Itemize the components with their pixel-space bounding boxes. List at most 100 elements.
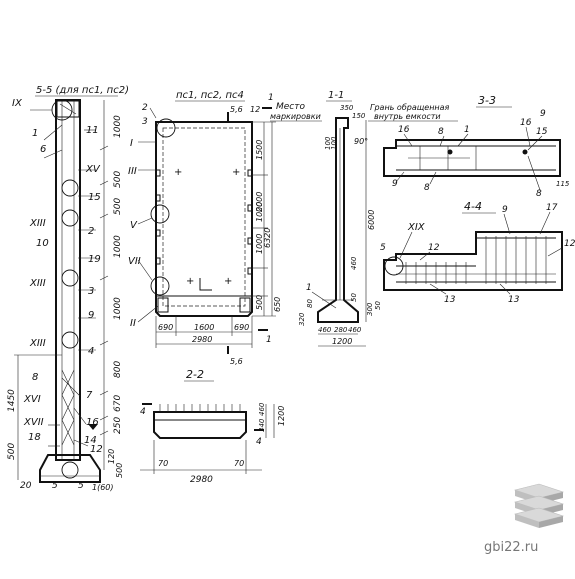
position-label: 8 (438, 127, 444, 137)
dim-label: 350 (340, 104, 354, 112)
title-plan: пс1, пс2, пс4 (176, 90, 244, 101)
position-label: 11 (86, 125, 99, 136)
dim-label: 2000 (255, 192, 264, 212)
position-label: 10 (36, 238, 49, 249)
level-mark-icon (88, 424, 98, 430)
position-label: 15 (536, 127, 548, 137)
position-label: 8 (32, 372, 38, 383)
bar-section-icon (522, 149, 528, 155)
plus-mark-icon: + (232, 167, 240, 178)
node-label: XVI (23, 394, 41, 405)
position-label: 2 (142, 103, 148, 113)
node-label: IX (12, 98, 23, 109)
title-section-2-2: 2-2 (186, 368, 204, 381)
dim-label: 320 (298, 312, 306, 326)
dim-label: 1000 (113, 297, 123, 320)
node-label: VII (128, 256, 141, 267)
dim-label: 500 (115, 463, 124, 478)
position-label: 9 (540, 109, 546, 119)
section-4-4: 4-4 XIX 5 12 9 17 12 13 (380, 200, 575, 305)
dim-label: 1000 (255, 234, 264, 254)
base-dim: 5 (52, 481, 58, 491)
base-dim: 1(60) (92, 483, 114, 492)
bar-section-icon (447, 149, 453, 155)
position-label: 2 (88, 226, 94, 237)
title-section-5-5: 5-5 (для пс1, пс2) (36, 85, 129, 96)
position-label: 19 (88, 254, 101, 265)
dim-label: 100 (330, 136, 338, 150)
position-label: 16 (398, 125, 410, 135)
node-label: XV (85, 164, 101, 175)
position-label: 12 (564, 239, 575, 249)
position-label: 4 (88, 346, 94, 357)
dim-label: 460 (348, 326, 362, 334)
note-markirovki: маркировки (270, 112, 321, 121)
dim-label: 690 (158, 323, 173, 332)
dim-label: 500 (7, 443, 17, 460)
node-label: XIII (29, 278, 46, 289)
position-label: 9 (88, 310, 94, 321)
position-label: 16 (520, 118, 532, 128)
node-label: I (130, 138, 133, 149)
title-section-4-4: 4-4 (464, 200, 482, 213)
dim-label: 80 (306, 299, 314, 308)
note-gran: Грань обращенная (370, 103, 450, 112)
stacked-slabs-icon (513, 483, 565, 528)
title-section-1-1: 1-1 (328, 90, 344, 101)
position-label: 3 (142, 117, 148, 127)
site-watermark: gbi22.ru (484, 540, 539, 555)
dim-label: 500 (113, 198, 123, 215)
node-label: III (128, 166, 137, 177)
dim-label: 120 (107, 449, 116, 464)
dim-label: 460 (318, 326, 332, 334)
position-label: 6 (40, 144, 46, 155)
section-mark: 5,6 (230, 357, 243, 366)
dim-label: 1200 (277, 406, 286, 426)
note-vnutr: внутрь емкости (374, 112, 441, 121)
section-2-2: 2-2 4 4 460 340 1200 70 2980 70 (140, 368, 286, 485)
dim-label: 650 (273, 297, 282, 312)
position-label: 9 (502, 205, 508, 215)
dim-label: 70 (234, 459, 244, 468)
dim-label: 670 (113, 395, 123, 412)
plus-mark-icon: + (224, 276, 232, 287)
dim-label: 250 (113, 417, 123, 434)
section-mark: 5,6 (230, 105, 243, 114)
plus-mark-icon: + (174, 167, 182, 178)
dim-label: 1500 (255, 140, 264, 160)
position-label: 17 (546, 203, 558, 213)
section-mark: 4 (256, 437, 262, 447)
base-dim: 5 (78, 481, 84, 491)
base-dim: 20 (20, 481, 32, 491)
position-label: 1 (32, 128, 38, 139)
dim-label: 100 (324, 136, 332, 150)
section-1-1: 1-1 350 150 100 100 6000 460 50 320 80 3… (298, 90, 382, 347)
dim-label: 1200 (332, 337, 352, 346)
position-label: 12 (428, 243, 440, 253)
dim-label: 800 (113, 361, 123, 378)
position-label: 8 (424, 183, 430, 193)
section-3-3: 3-3 16 8 1 16 9 15 9 8 8 115 (383, 94, 570, 199)
position-label: 8 (536, 189, 542, 199)
position-label: 1 (306, 283, 312, 293)
position-label: 13 (444, 295, 456, 305)
node-label: XVII (23, 417, 44, 428)
node-label: XIII (29, 338, 46, 349)
dim-label: 6320 (263, 228, 272, 248)
dim-label: 6000 (367, 210, 376, 230)
plan-top-dim: 12 (250, 105, 260, 114)
dim-label: 1600 (194, 323, 214, 332)
dim-label: 690 (234, 323, 249, 332)
dim-label: 340 (258, 418, 266, 432)
notes: Место маркировки Грань обращенная внутрь… (270, 102, 458, 146)
dim-label: 2980 (192, 335, 212, 344)
node-label: XIII (29, 218, 46, 229)
dim-label: 70 (158, 459, 168, 468)
plan-view: пс1, пс2, пс4 5,6 12 + + + + I III V VII… (128, 90, 282, 366)
dim-label: 500 (113, 171, 123, 188)
dim-label: 460 (258, 402, 266, 416)
node-label: V (130, 220, 138, 231)
note-angle: 90° (354, 137, 368, 146)
position-label: 7 (86, 390, 93, 401)
node-label: XIX (407, 222, 426, 233)
